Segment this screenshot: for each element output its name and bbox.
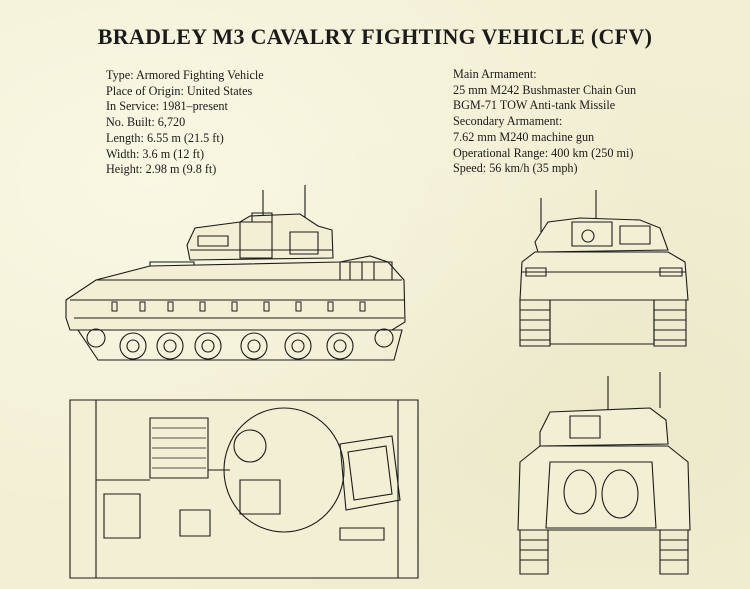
spec-number-built: No. Built: 6,720	[106, 115, 186, 130]
spec-machine-gun: 7.62 mm M240 machine gun	[453, 129, 595, 144]
spec-chain-gun: 25 mm M242 Bushmaster Chain Gun	[453, 82, 637, 97]
spec-tow-missile: BGM-71 TOW Anti-tank Missile	[453, 98, 616, 113]
spec-secondary-armament-heading: Secondary Armament:	[453, 114, 563, 129]
spec-length: Length: 6.55 m (21.5 ft)	[106, 130, 224, 145]
spec-in-service: In Service: 1981–present	[106, 99, 228, 114]
spec-type: Type: Armored Fighting Vehicle	[106, 68, 264, 82]
spec-height: Height: 2.98 m (9.8 ft)	[106, 162, 217, 177]
specs-left: Type: Armored Fighting Vehicle Place of …	[106, 68, 264, 178]
spec-main-armament-heading: Main Armament:	[453, 67, 537, 81]
specs-right: Main Armament: 25 mm M242 Bushmaster Cha…	[453, 67, 636, 177]
spec-origin: Place of Origin: United States	[106, 83, 253, 98]
spec-speed: Speed: 56 km/h (35 mph)	[453, 161, 578, 176]
spec-operational-range: Operational Range: 400 km (250 mi)	[453, 145, 634, 160]
poster-title: BRADLEY M3 CAVALRY FIGHTING VEHICLE (CFV…	[97, 24, 653, 49]
spec-width: Width: 3.6 m (12 ft)	[106, 146, 205, 161]
